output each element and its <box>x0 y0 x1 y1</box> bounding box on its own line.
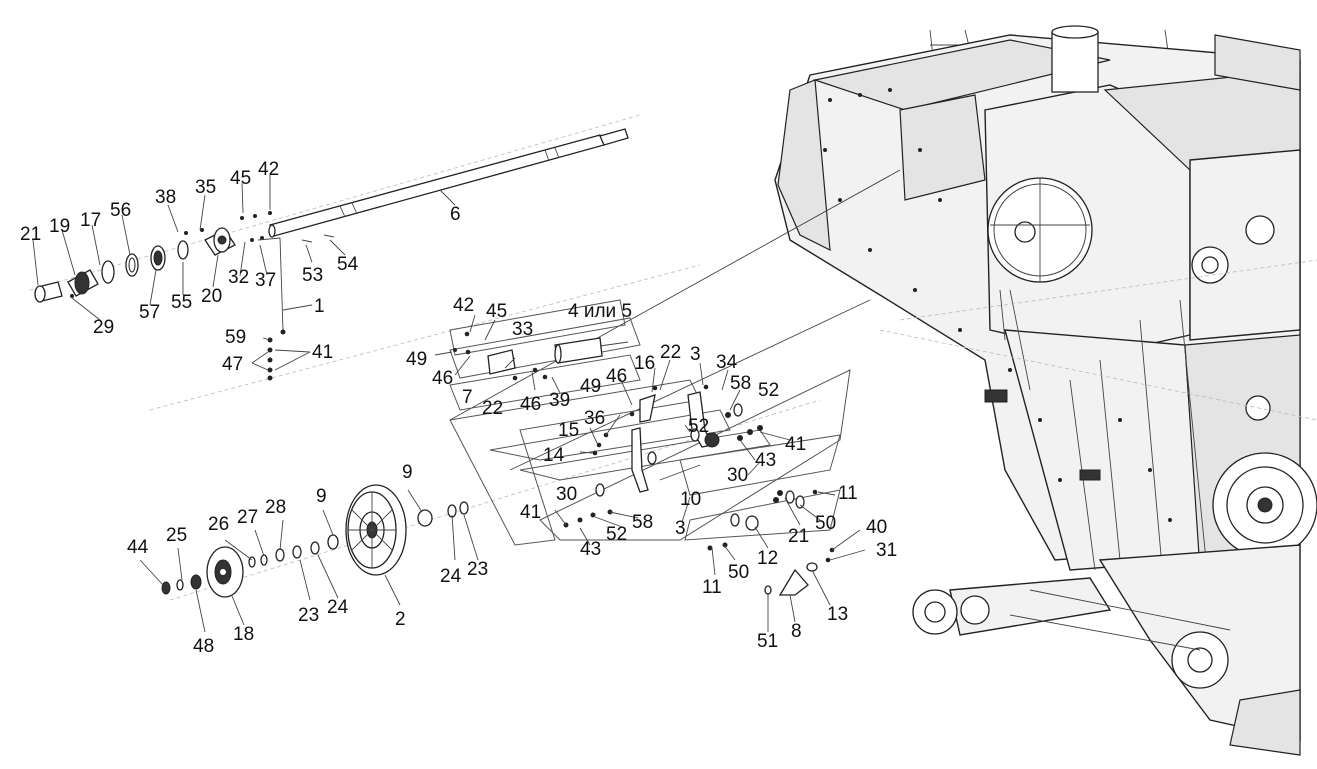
callout-28: 28 <box>265 497 286 518</box>
bearing-assembly-left <box>34 211 335 381</box>
callout-41-c: 41 <box>520 502 541 523</box>
callout-52: 52 <box>758 380 779 401</box>
callout-40: 40 <box>866 517 887 538</box>
callout-57: 57 <box>139 302 160 323</box>
callout-14: 14 <box>543 445 565 466</box>
callout-46-c: 46 <box>606 366 627 387</box>
linkage-frame <box>449 369 851 596</box>
callout-33: 33 <box>512 319 533 340</box>
callout-56: 56 <box>110 200 131 221</box>
callout-8: 8 <box>791 621 802 642</box>
callout-20: 20 <box>201 286 222 307</box>
callout-58-b: 58 <box>632 512 653 533</box>
callout-29: 29 <box>93 317 114 338</box>
callout-49-b: 49 <box>580 376 601 397</box>
callout-26: 26 <box>208 514 229 535</box>
callout-45-b: 45 <box>486 301 507 322</box>
callout-labels: 21 19 17 56 38 35 45 42 6 29 57 55 20 32… <box>20 159 897 657</box>
callout-11: 11 <box>838 483 858 504</box>
callout-58: 58 <box>730 373 751 394</box>
callout-52-c: 52 <box>606 524 627 545</box>
callout-25: 25 <box>166 525 187 546</box>
callout-48: 48 <box>193 636 214 657</box>
callout-42-b: 42 <box>453 295 474 316</box>
callout-6: 6 <box>450 204 461 225</box>
callout-30-b: 30 <box>556 484 577 505</box>
callout-47: 47 <box>222 354 243 375</box>
callout-46: 46 <box>432 368 453 389</box>
callout-23-b: 23 <box>298 605 319 626</box>
callout-13: 13 <box>827 604 848 625</box>
shaft-part-6 <box>268 128 629 238</box>
callout-10: 10 <box>680 489 701 510</box>
callout-27: 27 <box>237 507 258 528</box>
callout-3: 3 <box>690 344 701 365</box>
callout-50-b: 50 <box>728 562 749 583</box>
callout-54: 54 <box>337 254 359 275</box>
callout-55: 55 <box>171 292 192 313</box>
callout-19: 19 <box>49 216 70 237</box>
callout-16: 16 <box>634 353 655 374</box>
callout-23: 23 <box>467 559 488 580</box>
callout-24-b: 24 <box>327 597 349 618</box>
callout-39: 39 <box>549 390 570 411</box>
plate-group-33 <box>449 299 641 411</box>
callout-52-b: 52 <box>688 416 709 437</box>
callout-22-b: 22 <box>660 342 681 363</box>
callout-7: 7 <box>462 387 473 408</box>
callout-15: 15 <box>558 420 579 441</box>
callout-59: 59 <box>225 327 246 348</box>
callout-43: 43 <box>755 450 776 471</box>
callout-32: 32 <box>228 267 249 288</box>
callout-41-b: 41 <box>785 434 806 455</box>
callout-1: 1 <box>314 296 325 317</box>
callout-24: 24 <box>440 566 462 587</box>
callout-37: 37 <box>255 270 276 291</box>
callout-34: 34 <box>716 352 738 373</box>
callout-9-b: 9 <box>316 486 327 507</box>
callout-4-or-5: 4 или 5 <box>568 301 632 322</box>
callout-35: 35 <box>195 177 216 198</box>
callout-31: 31 <box>876 540 897 561</box>
callout-50: 50 <box>815 513 836 534</box>
combine-harvester-body <box>774 25 1317 756</box>
callout-30: 30 <box>727 465 748 486</box>
callout-38: 38 <box>155 187 176 208</box>
callout-44: 44 <box>127 537 149 558</box>
callout-18: 18 <box>233 624 254 645</box>
callout-43-b: 43 <box>580 539 601 560</box>
callout-17: 17 <box>80 210 101 231</box>
callout-41: 41 <box>312 342 333 363</box>
callout-9: 9 <box>402 462 413 483</box>
callout-3-b: 3 <box>675 518 686 539</box>
callout-49: 49 <box>406 349 427 370</box>
callout-53: 53 <box>302 265 323 286</box>
callout-42: 42 <box>258 159 279 180</box>
callout-51: 51 <box>757 631 778 652</box>
callout-45: 45 <box>230 168 251 189</box>
callout-46-b: 46 <box>520 394 541 415</box>
callout-21: 21 <box>20 224 41 245</box>
callout-36: 36 <box>584 408 605 429</box>
callout-22: 22 <box>482 398 503 419</box>
callout-21-b: 21 <box>788 526 809 547</box>
callout-11-b: 11 <box>702 577 722 598</box>
pulley-assembly <box>161 484 469 598</box>
callout-2: 2 <box>395 609 406 630</box>
callout-12: 12 <box>757 548 778 569</box>
leader-lines <box>32 175 866 633</box>
